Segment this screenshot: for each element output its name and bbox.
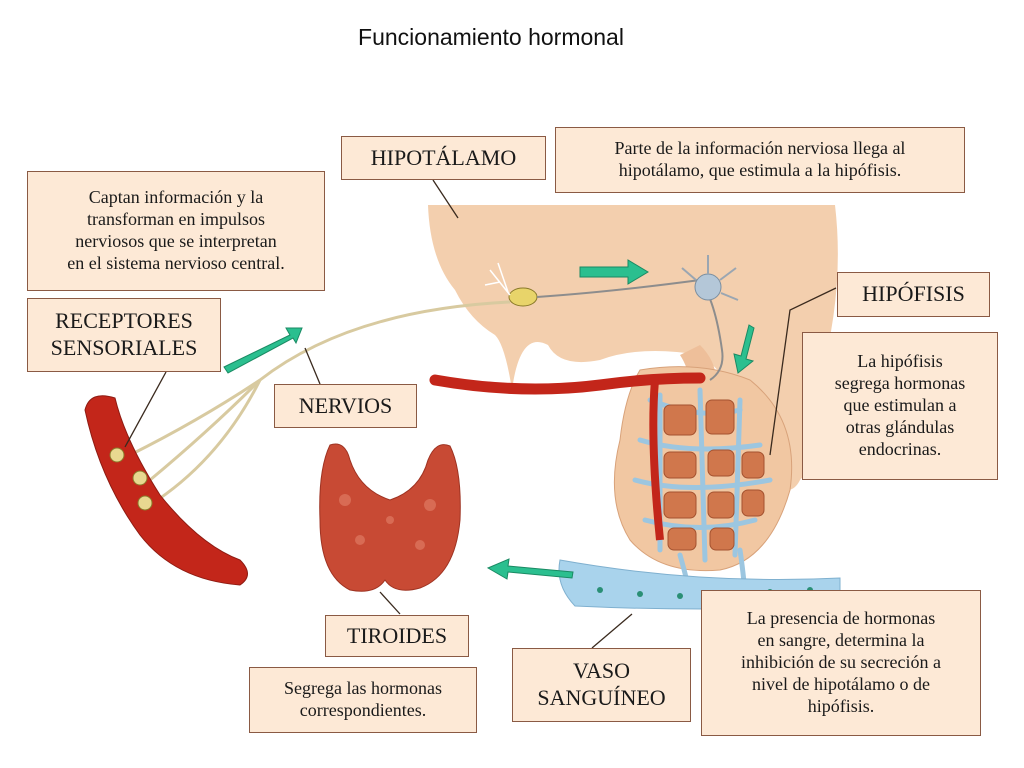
vaso-label: VASO SANGUÍNEO <box>512 648 691 722</box>
neuron-body <box>508 287 538 307</box>
connector-vaso <box>591 613 633 649</box>
page-title: Funcionamiento hormonal <box>358 24 624 50</box>
arrow-to-nerves <box>223 327 303 374</box>
connector-receptores <box>124 371 167 448</box>
hipotalamo-label: HIPOTÁLAMO <box>341 136 546 180</box>
green-arrows <box>223 259 755 580</box>
connector-tiroides <box>379 591 401 615</box>
hipofisis-label: HIPÓFISIS <box>837 272 990 317</box>
tiroides-note: Segrega las hormonas correspondientes. <box>249 667 477 733</box>
tiroides-label: TIROIDES <box>325 615 469 657</box>
connector-hipofisis <box>769 287 837 456</box>
arrow-to-neuron <box>579 259 649 285</box>
hipotalamo-note: Parte de la información nerviosa llega a… <box>555 127 965 193</box>
nerve-fibers <box>129 300 511 507</box>
connector-hipotalamo <box>432 179 459 219</box>
receptores-label: RECEPTORES SENSORIALES <box>27 298 221 372</box>
glandular-cells <box>663 399 765 551</box>
connector-nervios <box>304 347 321 385</box>
neurosecretory-cell <box>694 273 722 301</box>
hypothalamus-tissue <box>428 205 838 490</box>
artery <box>429 372 706 395</box>
arrow-to-thyroid <box>486 558 574 580</box>
receptors <box>109 447 153 511</box>
arrow-to-pituitary <box>733 324 755 374</box>
receptor-tissue <box>84 395 248 586</box>
vaso-note: La presencia de hormonas en sangre, dete… <box>701 590 981 736</box>
receptores-note: Captan información y la transforman en i… <box>27 171 325 291</box>
artery-branch <box>649 379 664 541</box>
nervios-label: NERVIOS <box>274 384 417 428</box>
hipofisis-note: La hipófisis segrega hormonas que estimu… <box>802 332 998 480</box>
